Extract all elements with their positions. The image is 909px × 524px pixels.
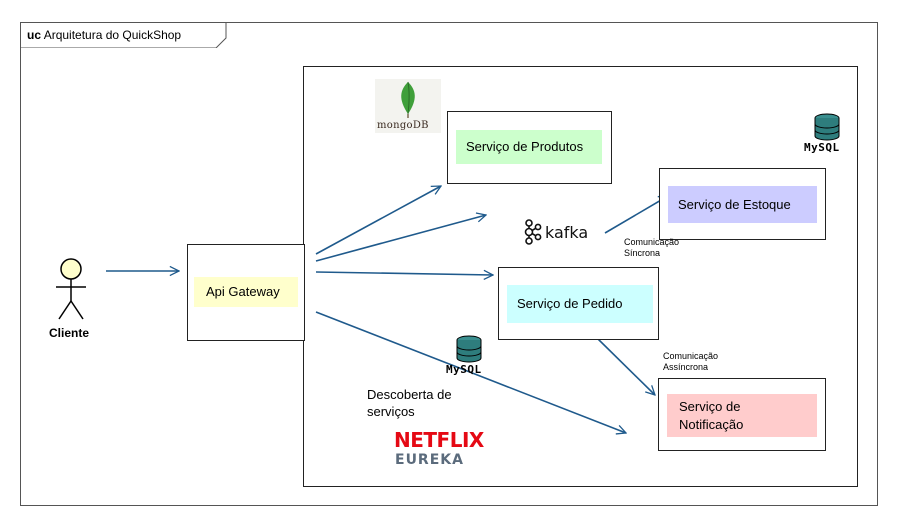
arrow-gateway-notificacao <box>315 311 626 433</box>
netflix-logo-text: NETFLIX <box>394 428 484 452</box>
service-pedido-box[interactable]: Serviço de Pedido <box>498 267 659 340</box>
mysql-logo-text-top: MySQL <box>804 141 840 154</box>
kafka-logo: kafka <box>523 217 593 247</box>
note-discovery: Descoberta de serviços <box>367 386 452 420</box>
note-async-line2: Assíncrona <box>663 362 709 372</box>
arrow-gateway-kafka <box>315 215 486 262</box>
service-pedido-label: Serviço de Pedido <box>507 285 653 323</box>
eureka-logo-text: EUREKA <box>395 452 464 468</box>
arrow-gateway-pedido <box>315 272 493 275</box>
database-icon <box>814 113 840 141</box>
mongodb-leaf-icon <box>401 81 415 118</box>
mysql-logo-text-bottom: MySQL <box>446 363 482 376</box>
service-produtos-box[interactable]: Serviço de Produtos <box>447 111 612 184</box>
actor-label: Cliente <box>49 326 90 340</box>
note-async: Comunicação Assíncrona <box>663 351 718 373</box>
uml-frame <box>20 22 878 506</box>
service-notificacao-line2: Notificação <box>679 416 744 432</box>
mysql-logo-pedido: MySQL <box>446 335 494 379</box>
database-icon <box>456 335 482 363</box>
service-estoque-label: Serviço de Estoque <box>668 186 817 223</box>
service-notificacao-box[interactable]: Serviço de Notificação <box>658 378 826 451</box>
frame-title: uc Arquitetura do QuickShop <box>27 28 181 42</box>
gateway-box[interactable]: Api Gateway <box>187 244 305 341</box>
note-discovery-line2: serviços <box>367 404 415 419</box>
arrow-gateway-produtos <box>315 185 441 255</box>
arrow-kafka-estoque <box>604 196 668 234</box>
frame-keyword: uc <box>27 28 42 42</box>
actor-icon <box>56 258 86 320</box>
service-produtos-label: Serviço de Produtos <box>456 130 602 164</box>
mongodb-logo-text: mongoDB <box>377 120 429 131</box>
mongodb-logo: mongoDB <box>375 79 441 133</box>
kafka-logo-text: kafka <box>545 223 589 242</box>
note-sync: Comunicação Síncrona <box>624 237 679 259</box>
service-notificacao-label: Serviço de Notificação <box>667 394 817 437</box>
frame-tab <box>20 22 227 48</box>
arrow-pedido-notificacao <box>597 338 655 395</box>
frame-title-text: Arquitetura do QuickShop <box>43 28 182 42</box>
note-sync-line2: Síncrona <box>624 248 661 258</box>
mysql-logo-estoque: MySQL <box>804 113 852 157</box>
gateway-label: Api Gateway <box>194 277 298 307</box>
service-estoque-box[interactable]: Serviço de Estoque <box>659 168 826 240</box>
netflix-eureka-logo: NETFLIX EUREKA <box>394 428 484 472</box>
service-notificacao-line1: Serviço de <box>679 398 741 414</box>
note-sync-line1: Comunicação <box>624 237 680 247</box>
note-async-line1: Comunicação <box>663 351 719 361</box>
note-discovery-line1: Descoberta de <box>367 387 452 402</box>
kafka-icon <box>524 219 542 245</box>
